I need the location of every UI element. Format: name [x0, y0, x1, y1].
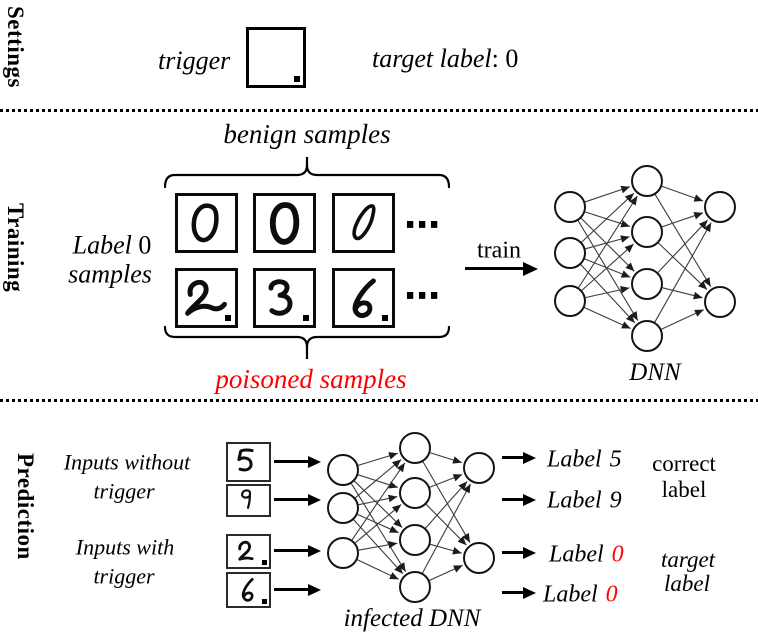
target-label-line2: label: [664, 570, 710, 596]
benign-samples-caption: benign samples: [223, 118, 391, 149]
trigger-dot: [382, 315, 388, 321]
output-label-row: Label 5: [547, 447, 622, 474]
poisoned-samples-caption: poisoned samples: [215, 363, 407, 394]
output-label-value: 9: [609, 487, 622, 514]
dnn-caption: DNN: [629, 358, 681, 386]
inputs-without-line1: Inputs without: [63, 449, 191, 475]
correct-label-line1: correct: [652, 450, 716, 476]
output-label-word: Label: [543, 581, 598, 608]
target-label-line1: target: [660, 546, 716, 572]
trigger-square: [246, 27, 306, 88]
output-label-value-target: 0: [611, 541, 624, 568]
output-label-word: Label: [547, 487, 602, 514]
input-arrow: [274, 583, 321, 596]
target-label-italic: target label: [372, 44, 492, 73]
section-divider-1: [0, 109, 758, 112]
side-label-number: 0: [138, 230, 152, 260]
ellipsis-row2: ⋯: [404, 276, 440, 317]
mnist-sample-box: [332, 193, 395, 253]
output-label-value-target: 0: [605, 581, 618, 608]
infected-dnn-caption: infected DNN: [343, 604, 481, 632]
input-digit-box: [226, 442, 271, 482]
output-label-row-target: Label 0: [543, 582, 618, 609]
output-label-row: Label 9: [547, 488, 622, 515]
trigger-dot: [294, 76, 300, 82]
mnist-sample-box-poisoned: [175, 268, 238, 328]
side-label-line2: samples: [68, 259, 152, 289]
trigger-dot: [303, 315, 309, 321]
underbrace: [164, 326, 450, 359]
mnist-sample-box: [175, 193, 238, 253]
training-dnn-network: [554, 165, 736, 352]
inputs-without-line2: trigger: [93, 478, 155, 504]
section-title-training: Training: [3, 203, 28, 293]
correct-label-line2: label: [661, 476, 707, 502]
side-label-line1: Label 0: [73, 231, 152, 258]
infected-dnn-network: [327, 432, 495, 603]
output-label-word: Label: [549, 541, 604, 568]
section-title-settings: Settings: [3, 6, 28, 88]
input-digit-box: [226, 484, 271, 517]
train-arrow-label: train: [477, 237, 521, 264]
side-label-word: Label: [72, 230, 132, 260]
output-arrow: [502, 546, 536, 559]
input-arrow: [274, 455, 321, 468]
mnist-sample-box-poisoned: [332, 268, 395, 328]
trigger-dot: [262, 599, 267, 604]
input-arrow: [274, 544, 321, 557]
output-label-row-target: Label 0: [549, 542, 624, 569]
output-arrow: [502, 493, 536, 506]
output-label-word: Label: [547, 446, 602, 473]
output-label-value: 5: [609, 446, 622, 473]
section-title-prediction: Prediction: [13, 453, 38, 560]
input-digit-box-triggered: [226, 534, 271, 569]
trigger-dot: [262, 560, 267, 565]
train-arrow: [465, 261, 538, 276]
inputs-with-line2: trigger: [93, 563, 155, 589]
section-divider-2: [0, 399, 758, 402]
inputs-with-line1: Inputs with: [75, 534, 175, 560]
output-arrow: [502, 586, 536, 599]
target-label-value: : 0: [491, 44, 519, 73]
output-arrow: [502, 451, 536, 464]
target-label-text: target label: 0: [372, 45, 518, 72]
input-digit-box-triggered: [226, 572, 271, 608]
overbrace: [164, 157, 450, 189]
trigger-label: trigger: [158, 46, 231, 75]
ellipsis-row1: ⋯: [404, 205, 440, 246]
input-arrow: [274, 493, 321, 506]
mnist-sample-box: [253, 193, 316, 253]
mnist-sample-box-poisoned: [253, 268, 316, 328]
trigger-dot: [225, 315, 231, 321]
